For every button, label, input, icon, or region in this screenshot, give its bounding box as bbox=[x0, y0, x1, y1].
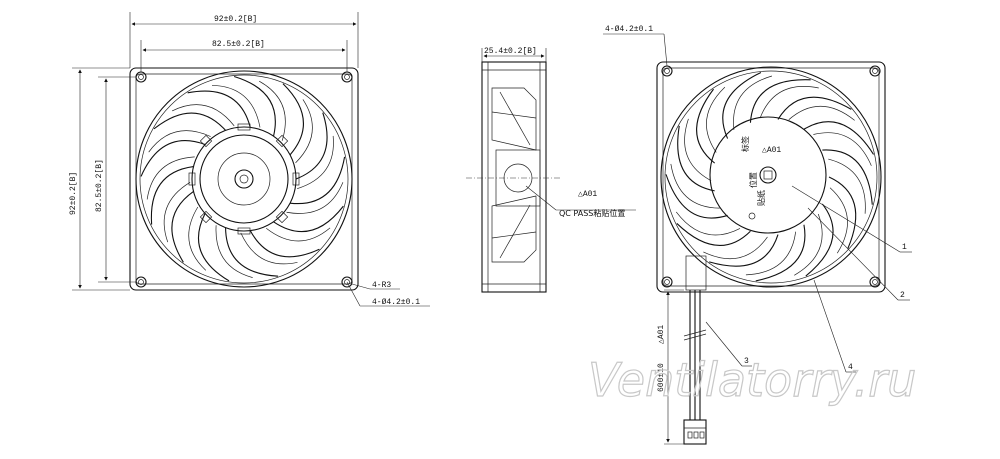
fan-blade bbox=[289, 156, 346, 205]
callout-4: 4 bbox=[848, 363, 853, 372]
side-revision: △A01 bbox=[578, 190, 597, 199]
fan-blade-edge bbox=[703, 236, 768, 260]
fan-blade bbox=[273, 205, 344, 233]
fan-blade bbox=[828, 176, 857, 249]
callout-1: 1 bbox=[902, 243, 907, 252]
lead-revision: △A01 bbox=[657, 325, 666, 344]
fan-blade-edge bbox=[148, 130, 211, 153]
rear-hub bbox=[709, 116, 827, 234]
fan-blade-edge bbox=[171, 104, 235, 127]
dim-overall-height: 92±0.2[B] bbox=[69, 172, 78, 215]
fan-blade bbox=[709, 234, 779, 267]
lead-wires bbox=[683, 255, 707, 445]
front-view: 92±0.2[B] 82.5±0.2[B] 92±0.2[B] 82.5±0.2… bbox=[69, 12, 430, 307]
callout-3: 3 bbox=[744, 357, 749, 366]
fan-blade bbox=[282, 83, 304, 156]
fan-blade bbox=[295, 112, 328, 180]
fan-blade-edge bbox=[163, 182, 191, 243]
fan-blade-edge bbox=[684, 118, 712, 182]
hub-label-line1: 标签 bbox=[740, 136, 750, 152]
watermark: Ventilatorry.ru bbox=[588, 353, 916, 407]
front-hub bbox=[191, 126, 297, 232]
callout-2: 2 bbox=[900, 291, 905, 300]
rear-view: 标签 位置 贴纸 △A01 4-Ø4.2±0.1 1 2 3 4 bbox=[603, 25, 912, 445]
connector bbox=[683, 419, 707, 445]
hub-label-line3: 贴纸 bbox=[756, 190, 766, 206]
fan-blade bbox=[822, 149, 873, 205]
fan-blade bbox=[665, 174, 728, 219]
fan-blade-edge bbox=[297, 135, 334, 190]
fan-blade-edge bbox=[266, 227, 331, 242]
fan-blade bbox=[249, 230, 320, 258]
dim-overall-width: 92±0.2[B] bbox=[214, 15, 257, 24]
fan-blade-edge bbox=[759, 86, 819, 119]
fan-blade bbox=[150, 166, 194, 225]
dim-hole-height: 82.5±0.2[B] bbox=[95, 159, 104, 212]
side-view: 25.4±0.2[B] △A01 QC PASS粘贴位置 bbox=[466, 47, 636, 293]
front-mount-holes bbox=[135, 71, 353, 288]
fan-blade-edge bbox=[146, 156, 195, 200]
fan-blade bbox=[749, 79, 811, 123]
fan-blade bbox=[803, 121, 875, 155]
rear-mount-holes bbox=[661, 65, 881, 288]
fan-blade-edge bbox=[670, 163, 720, 209]
dim-thickness: 25.4±0.2[B] bbox=[484, 47, 537, 56]
fan-blade-edge bbox=[188, 206, 207, 271]
callout-rear-holes: 4-Ø4.2±0.1 bbox=[605, 25, 653, 34]
fan-blade bbox=[153, 112, 226, 131]
fan-blade-edge bbox=[259, 80, 286, 141]
fan-blade bbox=[805, 203, 834, 277]
front-blades bbox=[140, 75, 346, 282]
qc-pass-label: QC PASS粘贴位置 bbox=[559, 208, 625, 218]
fan-blade bbox=[677, 125, 715, 192]
callout-front-holes: 4-Ø4.2±0.1 bbox=[372, 298, 420, 307]
fan-blade-edge bbox=[745, 231, 797, 276]
fan-blade bbox=[722, 71, 762, 139]
fan-blade-edge bbox=[286, 182, 344, 214]
fan-blade-edge bbox=[828, 158, 866, 214]
fan-blade bbox=[197, 213, 230, 282]
fan-blade bbox=[225, 227, 279, 277]
fan-blade-edge bbox=[794, 213, 823, 276]
fan-blade-edge bbox=[829, 187, 848, 254]
fan-blade bbox=[777, 96, 852, 120]
fan-blade-edge bbox=[733, 75, 773, 130]
rear-blades bbox=[665, 71, 875, 282]
fan-blade-edge bbox=[295, 99, 313, 164]
fan-blade bbox=[140, 140, 206, 177]
fan-blade bbox=[696, 88, 716, 164]
fan-blade bbox=[755, 224, 806, 282]
fan-blade bbox=[676, 223, 751, 246]
fan-blade-edge bbox=[675, 211, 741, 236]
fan-blade-edge bbox=[706, 86, 726, 153]
fan-blade-edge bbox=[215, 225, 253, 278]
dim-lead-length: 600±10 bbox=[657, 363, 666, 392]
fan-blade bbox=[233, 75, 276, 137]
fan-blade-edge bbox=[813, 132, 872, 166]
fan-blade-edge bbox=[240, 232, 298, 265]
fan-blade-edge bbox=[211, 84, 261, 128]
fan-blade bbox=[171, 190, 194, 263]
hub-label-line2: 位置 bbox=[748, 172, 758, 188]
fan-blade-edge bbox=[788, 106, 855, 121]
fan-blade bbox=[187, 90, 251, 128]
callout-corner-radius: 4-R3 bbox=[372, 281, 391, 290]
dim-hole-width: 82.5±0.2[B] bbox=[212, 40, 265, 49]
hub-notches bbox=[188, 123, 300, 235]
hub-revision: △A01 bbox=[762, 146, 781, 155]
